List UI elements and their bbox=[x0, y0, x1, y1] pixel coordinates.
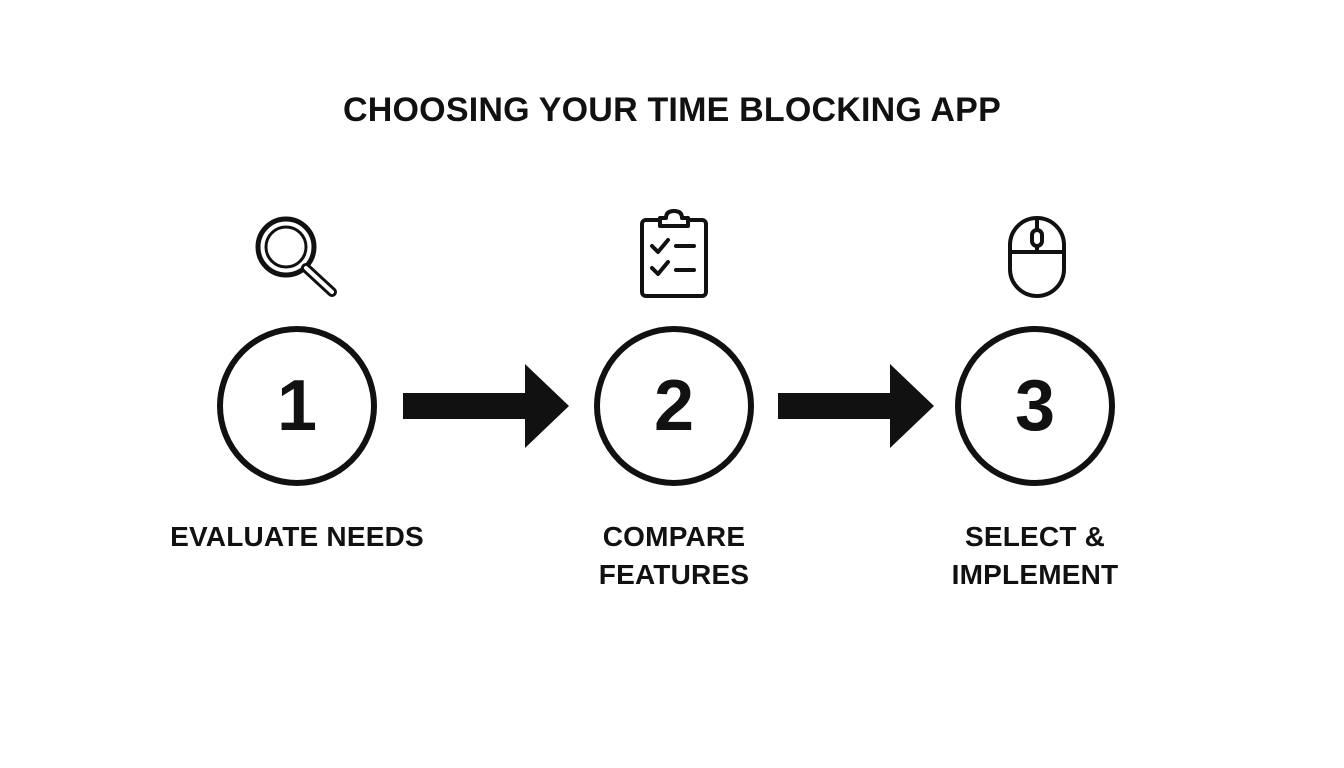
computer-mouse-icon bbox=[1008, 216, 1066, 298]
step-3-label: SELECT & IMPLEMENT bbox=[885, 518, 1185, 594]
step-3-label-line-1: SELECT & bbox=[964, 521, 1106, 552]
step-2-label-line-1: COMPARE bbox=[602, 521, 746, 552]
step-1-number: 1 bbox=[276, 366, 318, 446]
arrow-right-icon bbox=[778, 364, 934, 448]
step-2-label: COMPARE FEATURES bbox=[524, 518, 824, 594]
step-1-label: EVALUATE NEEDS bbox=[147, 518, 447, 556]
step-1-label-line-1: EVALUATE NEEDS bbox=[170, 521, 424, 552]
step-2-circle: 2 bbox=[594, 326, 754, 486]
step-3-number: 3 bbox=[1014, 366, 1056, 446]
step-1-circle: 1 bbox=[217, 326, 377, 486]
diagram-title: CHOOSING YOUR TIME BLOCKING APP bbox=[343, 91, 1001, 129]
step-3-circle: 3 bbox=[955, 326, 1115, 486]
step-2-number: 2 bbox=[653, 366, 695, 446]
clipboard-checklist-icon bbox=[640, 209, 708, 298]
arrow-right-icon bbox=[403, 364, 569, 448]
magnifier-icon bbox=[255, 216, 337, 297]
step-3-label-line-2: IMPLEMENT bbox=[951, 559, 1119, 590]
step-2-label-line-2: FEATURES bbox=[598, 559, 750, 590]
